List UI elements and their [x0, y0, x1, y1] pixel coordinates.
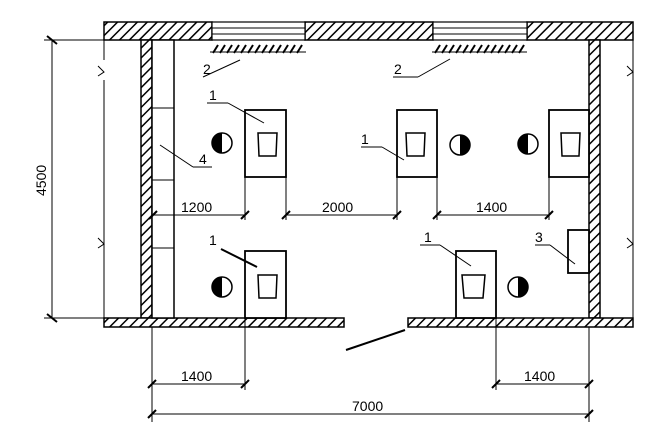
cabinet	[567, 229, 590, 274]
top-wall-right	[526, 21, 634, 41]
window-label-left: 2	[203, 61, 211, 77]
right-break-lines	[626, 40, 634, 318]
desk-label-top-left: 1	[209, 87, 217, 103]
bottom-wall-left	[103, 317, 345, 328]
door-leaf	[345, 329, 406, 351]
shelving-label: 4	[199, 151, 207, 167]
vertical-dimension	[44, 35, 141, 323]
dimension-1400-bottom-right: 1400	[524, 368, 555, 384]
desk-bottom-right	[455, 250, 497, 319]
dimension-1400-bottom-left: 1400	[181, 368, 212, 384]
chair-icon	[449, 134, 471, 156]
dimension-1400-inner: 1400	[476, 199, 507, 215]
window-right	[432, 21, 528, 41]
dimension-1200: 1200	[181, 199, 212, 215]
right-wall	[588, 39, 601, 319]
walls	[103, 21, 634, 351]
window-label-right: 2	[394, 61, 402, 77]
desk-top-right	[548, 109, 590, 178]
shelving-unit	[151, 39, 175, 319]
bottom-dimensions	[147, 318, 594, 422]
window-left	[211, 21, 306, 41]
dimension-7000: 7000	[352, 398, 383, 414]
cabinet-label: 3	[535, 229, 543, 245]
leaders	[159, 58, 576, 268]
desk-label-bottom-left: 1	[209, 232, 217, 248]
radiator-left	[210, 44, 306, 54]
desk-top-middle	[396, 109, 438, 178]
top-wall-middle	[304, 21, 434, 41]
chair-icon	[507, 276, 529, 298]
desk-bottom-left	[244, 250, 287, 319]
left-wall	[140, 39, 153, 319]
radiator-right	[432, 44, 527, 54]
desk-label-bottom-right: 1	[424, 229, 432, 245]
desk-top-left	[244, 109, 287, 178]
dimension-2000: 2000	[322, 199, 353, 215]
chair-icon	[517, 133, 539, 155]
top-wall-left	[103, 21, 213, 41]
chair-icon	[211, 276, 233, 298]
desk-label-top-middle: 1	[361, 131, 369, 147]
chair-icon	[211, 132, 233, 154]
bottom-wall-right	[407, 317, 634, 328]
dimension-4500: 4500	[33, 165, 49, 196]
inner-dimension-chain	[148, 177, 554, 220]
